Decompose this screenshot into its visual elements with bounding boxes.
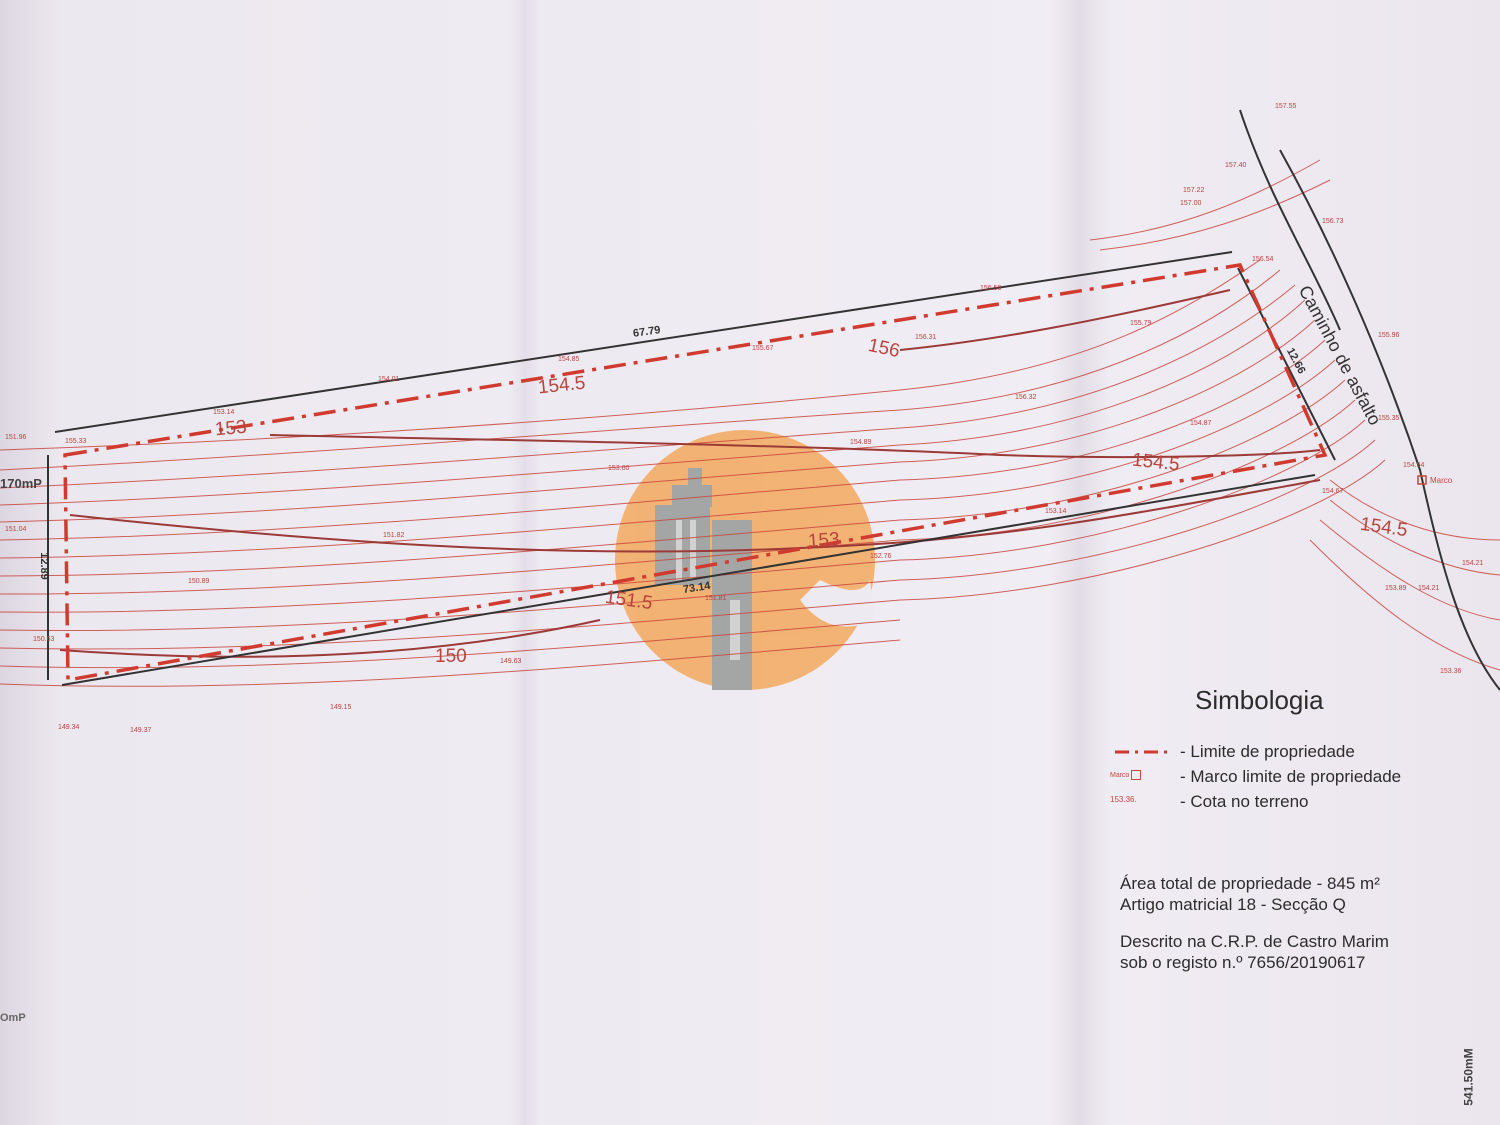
- spot-elevation: 156.32: [1015, 394, 1037, 401]
- descrito-line-1: Descrito na C.R.P. de Castro Marim: [1120, 932, 1389, 951]
- spot-elevation: 154.21: [1418, 585, 1440, 592]
- contour-label: 154.5: [536, 372, 587, 399]
- legend-item-cota: 153.36. - Cota no terreno: [1110, 790, 1470, 814]
- spot-elevation: 154.21: [1462, 560, 1484, 567]
- spot-elevation: 153.14: [213, 409, 235, 416]
- spot-elevation-icon: 153.36.: [1110, 795, 1137, 804]
- spot-elevation: 153.36: [1440, 668, 1462, 675]
- dimension-lines: [47, 109, 1500, 691]
- spot-elevation: 157.22: [1183, 187, 1205, 194]
- spot-elevation: 153.89: [1385, 585, 1407, 592]
- property-info: Área total de propriedade - 845 m² Artig…: [1120, 873, 1450, 973]
- edge-label: OmP: [0, 1012, 26, 1024]
- property-boundary: [63, 263, 1328, 683]
- contour-label: 154.5: [1358, 513, 1409, 542]
- contour-label: 156: [866, 334, 902, 363]
- spot-elevation: 149.37: [130, 727, 152, 734]
- spot-elevation: 155.79: [1130, 320, 1152, 327]
- marco-legend-icon: Marco: [1110, 770, 1170, 794]
- dashed-line-icon: [1115, 750, 1168, 754]
- contour-label: 153: [807, 528, 841, 553]
- spot-elevation: 153.60: [608, 465, 630, 472]
- spot-elevation: 157.55: [1275, 103, 1297, 110]
- legend-title: Simbologia: [1195, 685, 1324, 715]
- spot-elevation: 149.34: [58, 724, 80, 731]
- spot-elevation: 155.35: [1378, 415, 1400, 422]
- contour-label: 153: [214, 416, 248, 441]
- spot-elevation: 156.50: [980, 285, 1002, 292]
- spot-elevation: 154.87: [1190, 420, 1212, 427]
- spot-elevation: 152.76: [870, 553, 892, 560]
- spot-elevation: 151.96: [5, 434, 27, 441]
- spot-elevation: 154.01: [378, 376, 400, 383]
- road-label: Caminho de asfalto: [1294, 282, 1386, 429]
- spot-elevation: 154.67: [1322, 488, 1344, 495]
- spot-elevation: 150.89: [188, 578, 210, 585]
- marco-icon: [1417, 475, 1427, 485]
- artigo-text: Artigo matricial 18 - Secção Q: [1120, 895, 1346, 914]
- edge-label: 170mP: [0, 476, 42, 491]
- spot-elevation: 149.63: [500, 658, 522, 665]
- spot-elevation: 151.81: [705, 595, 727, 602]
- spot-elevation: 154.89: [850, 439, 872, 446]
- descrito-line-2: sob o registo n.º 7656/20190617: [1120, 953, 1366, 972]
- dimension-right: 12.66: [1284, 346, 1308, 376]
- spot-elevation: 154.94: [1403, 462, 1425, 469]
- spot-elevation: 156.31: [915, 334, 937, 341]
- spot-elevation: 150.63: [33, 636, 55, 643]
- area-text: Área total de propriedade - 845 m²: [1120, 874, 1380, 893]
- edge-label: 541.50mM: [1461, 1048, 1476, 1106]
- legend-item-marco: Marco - Marco limite de propriedade: [1110, 765, 1470, 789]
- spot-elevation: 151.04: [5, 526, 27, 533]
- contour-label: 151.5: [603, 586, 654, 615]
- spot-elevation: 153.14: [1045, 508, 1067, 515]
- legend-item-boundary: - Limite de propriedade: [1110, 740, 1470, 764]
- spot-elevation: 155.67: [752, 345, 774, 352]
- spot-elevation: 149.15: [330, 704, 352, 711]
- dimension-left: 12.89: [37, 552, 50, 580]
- spot-elevation: 155.33: [65, 438, 87, 445]
- contour-label: 150: [435, 646, 467, 667]
- spot-elevation: 157.00: [1180, 200, 1202, 207]
- legend: Simbologia - Limite de propriedade Marco…: [1110, 685, 1470, 835]
- spot-elevation: 157.40: [1225, 162, 1247, 169]
- spot-elevation: 155.96: [1378, 332, 1400, 339]
- dimension-top: 67.79: [632, 324, 662, 340]
- spot-elevation: 156.73: [1322, 218, 1344, 225]
- marco-label: Marco: [1430, 476, 1453, 485]
- spot-elevation: 154.85: [558, 356, 580, 363]
- contour-label: 154.5: [1131, 449, 1181, 476]
- dimension-bottom: 73.14: [682, 579, 712, 597]
- spot-elevation: 151.82: [383, 532, 405, 539]
- spot-elevation: 156.54: [1252, 256, 1274, 263]
- major-contours: [59, 289, 1321, 658]
